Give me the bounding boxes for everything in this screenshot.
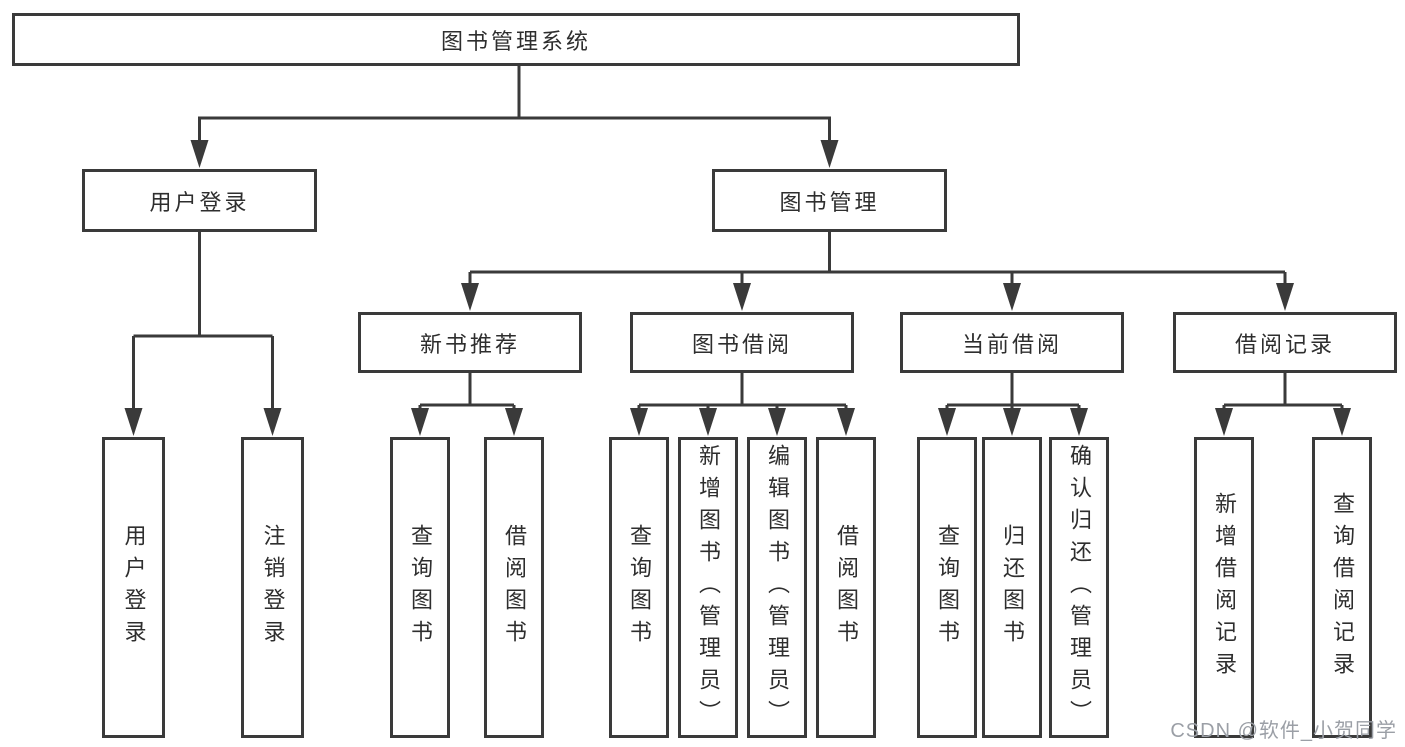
node-new-book-recommendation-label: 新书推荐 — [419, 331, 520, 357]
leaf-logout: 注销登录 — [241, 437, 304, 738]
leaf-return-books: 归还图书 — [982, 437, 1042, 738]
leaf-add-borrow-record-label: 新增借阅记录 — [1212, 491, 1237, 684]
leaf-user-login: 用户登录 — [102, 437, 165, 738]
leaf-query-books-3-label: 查询图书 — [935, 523, 960, 652]
node-new-book-recommendation: 新书推荐 — [358, 312, 582, 373]
leaf-user-login-label: 用户登录 — [121, 523, 147, 652]
leaf-query-books-1: 查询图书 — [390, 437, 450, 738]
arrowheads — [124, 140, 1351, 436]
node-borrowing-records-label: 借阅记录 — [1234, 331, 1335, 357]
node-book-management-label: 图书管理 — [779, 189, 880, 215]
leaf-confirm-return-admin: 确认归还（管理员） — [1049, 437, 1109, 738]
leaf-borrow-books-1: 借阅图书 — [484, 437, 544, 738]
leaf-edit-books-admin-label: 编辑图书（管理员） — [765, 443, 790, 732]
leaf-borrow-books-1-label: 借阅图书 — [502, 523, 527, 652]
leaf-add-books-admin: 新增图书（管理员） — [678, 437, 738, 738]
leaf-return-books-label: 归还图书 — [1000, 523, 1025, 652]
leaf-query-books-2-label: 查询图书 — [627, 523, 652, 652]
leaf-query-books-2: 查询图书 — [609, 437, 669, 738]
node-book-borrowing-label: 图书借阅 — [691, 331, 792, 357]
leaf-query-borrow-record-label: 查询借阅记录 — [1330, 491, 1355, 684]
leaf-borrow-books-2: 借阅图书 — [816, 437, 876, 738]
node-current-borrowing: 当前借阅 — [900, 312, 1124, 373]
leaf-query-borrow-record: 查询借阅记录 — [1312, 437, 1372, 738]
leaf-borrow-books-2-label: 借阅图书 — [834, 523, 859, 652]
node-library-management-system: 图书管理系统 — [12, 13, 1020, 66]
node-borrowing-records: 借阅记录 — [1173, 312, 1397, 373]
leaf-add-borrow-record: 新增借阅记录 — [1194, 437, 1254, 738]
leaf-edit-books-admin: 编辑图书（管理员） — [747, 437, 807, 738]
csdn-watermark: CSDN @软件_小贺同学 — [1170, 720, 1397, 742]
node-current-borrowing-label: 当前借阅 — [961, 331, 1062, 357]
leaf-query-books-1-label: 查询图书 — [408, 523, 433, 652]
node-book-borrowing: 图书借阅 — [630, 312, 854, 373]
node-book-management: 图书管理 — [712, 169, 947, 232]
leaf-confirm-return-admin-label: 确认归还（管理员） — [1067, 443, 1092, 732]
leaf-logout-label: 注销登录 — [260, 523, 286, 652]
node-user-login: 用户登录 — [82, 169, 317, 232]
node-user-login-label: 用户登录 — [149, 189, 250, 215]
leaf-query-books-3: 查询图书 — [917, 437, 977, 738]
leaf-add-books-admin-label: 新增图书（管理员） — [696, 443, 721, 732]
node-library-management-system-label: 图书管理系统 — [440, 28, 591, 54]
